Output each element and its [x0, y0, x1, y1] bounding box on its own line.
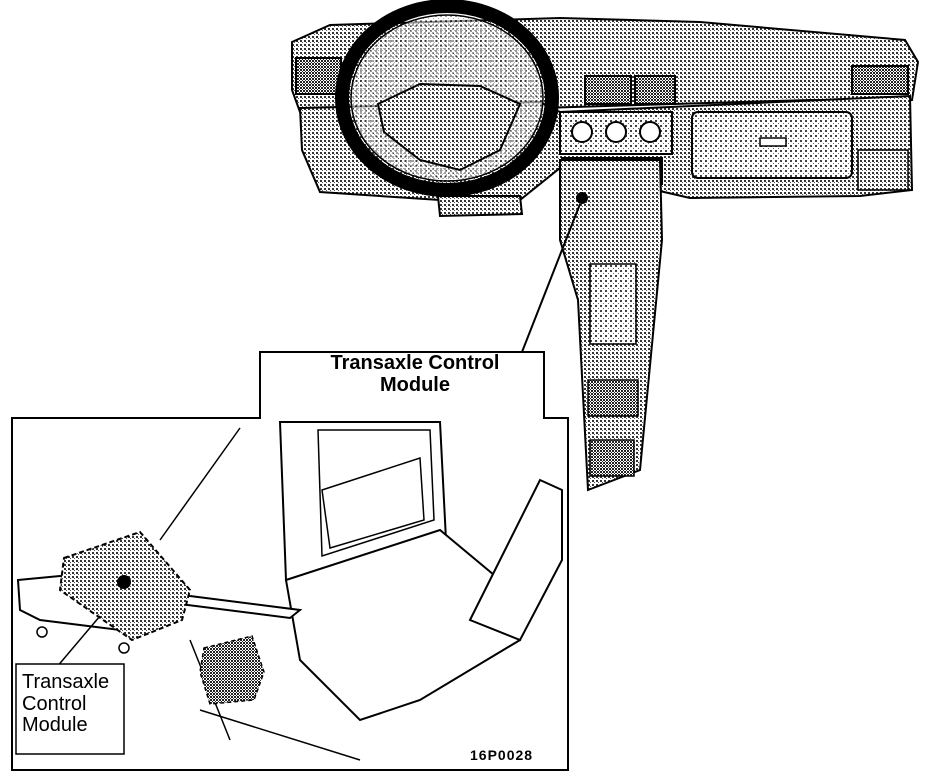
detail-label-line-3: Module — [22, 714, 88, 737]
left-air-vent — [295, 57, 342, 95]
callout-title-line-1: Transaxle Control — [330, 352, 500, 374]
leader-line-detail — [55, 615, 101, 669]
module-location-dot — [576, 192, 588, 204]
control-knob-1 — [571, 121, 593, 143]
figure-code: 16P0028 — [470, 747, 534, 763]
glovebox-latch — [759, 137, 787, 147]
carpet-line — [159, 427, 241, 541]
module-connector-dot — [117, 575, 131, 589]
control-knob-3 — [639, 121, 661, 143]
detail-label: Transaxle Control Module — [22, 671, 110, 737]
center-vent-left — [584, 75, 632, 105]
storage-opening — [321, 456, 425, 549]
floor-edge-line — [199, 709, 361, 761]
callout-title-line-2: Module — [380, 373, 450, 396]
connector-part — [199, 635, 265, 705]
detail-callout — [11, 351, 569, 771]
console-lower-bin — [587, 379, 639, 417]
steering-column-cover — [436, 195, 524, 218]
steering-wheel-hub — [376, 82, 522, 172]
leader-line-top — [521, 203, 581, 353]
right-air-vent — [851, 65, 909, 95]
bracket-bolt-left — [36, 626, 48, 638]
control-knob-2 — [605, 121, 627, 143]
shifter-boot — [468, 478, 563, 642]
console-shifter-area — [589, 263, 637, 345]
steering-wheel-rim — [335, 0, 559, 197]
detail-label-line-1: Transaxle — [22, 671, 110, 693]
callout-title: Transaxle Control Module — [290, 352, 540, 396]
bracket-bolt-right — [118, 642, 130, 654]
dashboard-illustration — [291, 0, 920, 492]
console-rear-bin — [589, 439, 635, 477]
center-vent-right — [634, 75, 676, 105]
detail-label-line-2: Control — [22, 692, 87, 715]
console-body — [284, 528, 522, 722]
right-lower-trim — [857, 149, 909, 191]
